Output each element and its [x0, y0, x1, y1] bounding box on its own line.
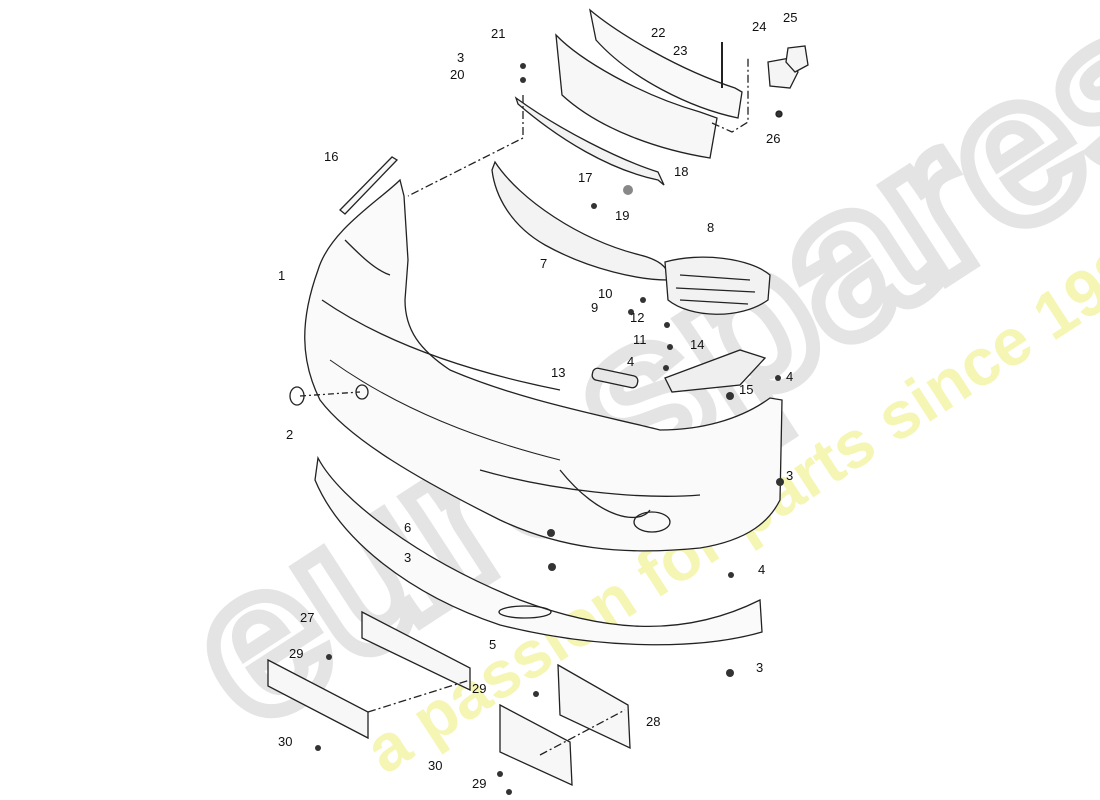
- callout-part-25: 25: [783, 10, 798, 25]
- callout-part-30: 30: [278, 734, 293, 749]
- callout-part-3: 3: [756, 660, 764, 675]
- callout-part-3: 3: [457, 50, 465, 65]
- callout-part-23: 23: [673, 43, 688, 58]
- callout-part-30: 30: [428, 758, 443, 773]
- callout-part-11: 11: [633, 332, 647, 347]
- callout-part-9: 9: [591, 300, 599, 315]
- callout-part-19: 19: [615, 208, 630, 223]
- part-28-bracket: [557, 663, 631, 750]
- part-upper-trim: [514, 96, 665, 186]
- callout-part-26: 26: [766, 131, 781, 146]
- callout-part-28: 28: [646, 714, 661, 729]
- callout-part-13: 13: [551, 365, 566, 380]
- callout-part-27: 27: [300, 610, 315, 625]
- callout-part-3: 3: [404, 550, 412, 565]
- part-21-carrier: [555, 33, 718, 159]
- callout-part-7: 7: [540, 256, 548, 271]
- callout-part-4: 4: [758, 562, 766, 577]
- callout-part-4: 4: [627, 354, 635, 369]
- callout-part-10: 10: [598, 286, 613, 301]
- callout-part-2: 2: [286, 427, 294, 442]
- part-25-plate: [785, 45, 809, 73]
- part-license-plate-right: [499, 703, 573, 787]
- part-16-strip: [339, 156, 399, 215]
- callout-part-3: 3: [786, 468, 794, 483]
- callout-part-18: 18: [674, 164, 689, 179]
- callout-part-12: 12: [630, 310, 645, 325]
- callout-part-21: 21: [491, 26, 506, 41]
- part-27-bracket: [361, 610, 471, 692]
- callout-part-14: 14: [690, 337, 705, 352]
- callout-part-15: 15: [739, 382, 754, 397]
- part-8-grille-insert: [664, 256, 771, 315]
- callout-part-5: 5: [489, 637, 497, 652]
- part-bumper-cover: [304, 178, 783, 552]
- callout-part-16: 16: [324, 149, 339, 164]
- fasteners: [315, 63, 784, 795]
- callout-part-20: 20: [450, 67, 465, 82]
- part-22-reinforcement: [589, 8, 743, 119]
- callout-part-6: 6: [404, 520, 412, 535]
- callout-part-1: 1: [278, 268, 286, 283]
- part-14-guide: [664, 349, 767, 393]
- callout-part-8: 8: [707, 220, 715, 235]
- callout-part-29: 29: [472, 776, 487, 791]
- part-13-insert: [591, 367, 639, 389]
- callout-part-22: 22: [651, 25, 666, 40]
- part-license-plate-left: [267, 658, 369, 740]
- callout-part-29: 29: [472, 681, 487, 696]
- callout-part-17: 17: [578, 170, 593, 185]
- callout-part-4: 4: [786, 369, 794, 384]
- callout-part-24: 24: [752, 19, 767, 34]
- callout-part-29: 29: [289, 646, 304, 661]
